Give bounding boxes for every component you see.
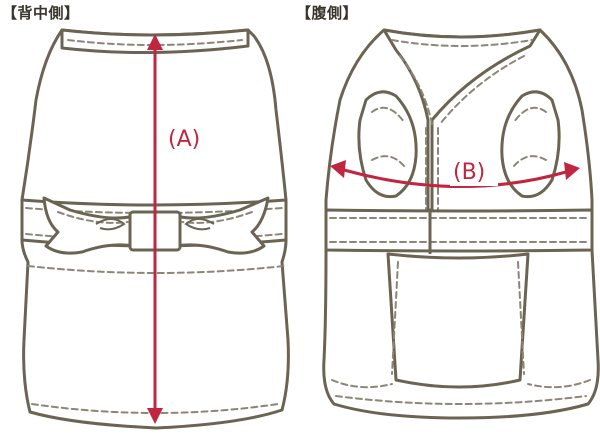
belly-belt: [324, 208, 594, 253]
back-bow: [42, 196, 270, 255]
measure-b: (B): [330, 156, 580, 188]
belly-garment: [322, 28, 600, 420]
belly-collar: [382, 28, 542, 212]
back-side-title: 【背中側】: [2, 4, 80, 22]
belly-side-title: 【腹側】: [296, 4, 359, 22]
measure-b-label: (B): [453, 160, 485, 185]
belly-lower-opening: [386, 252, 530, 389]
measure-a: (A): [147, 34, 213, 424]
measure-a-label: (A): [168, 127, 200, 152]
